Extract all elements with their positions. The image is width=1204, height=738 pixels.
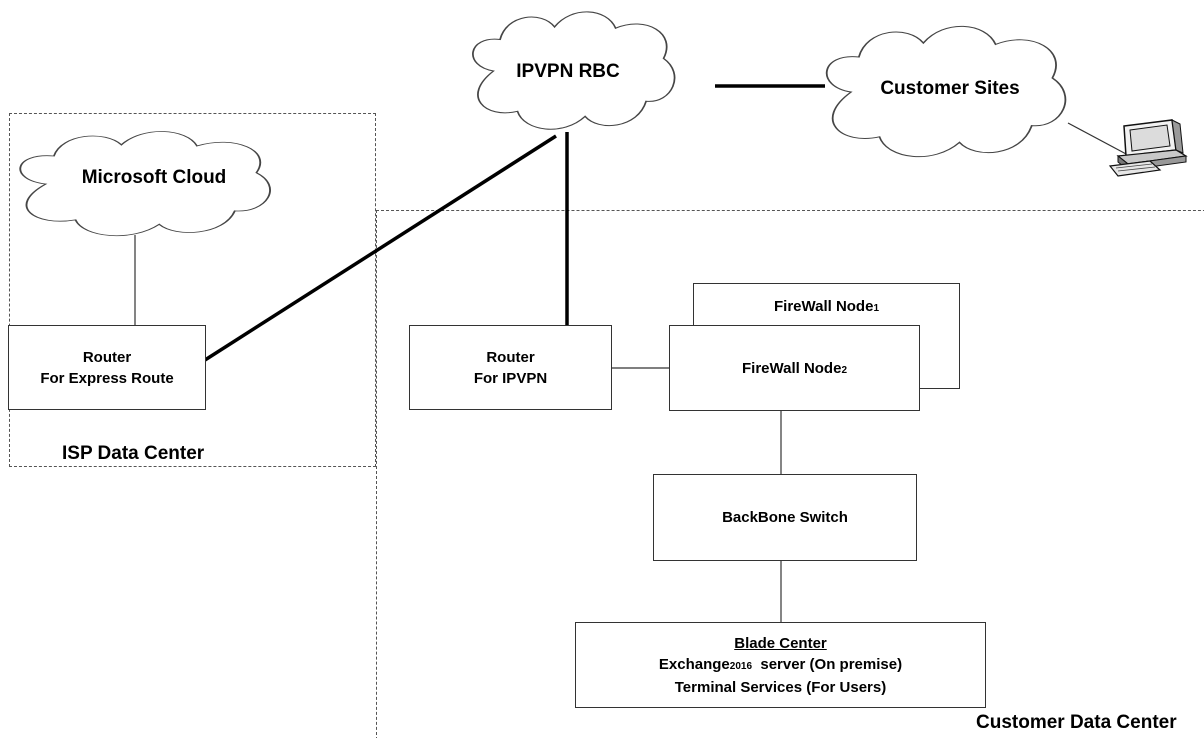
backbone-switch: BackBone Switch (653, 474, 917, 561)
desktop-computer-icon (1108, 119, 1188, 177)
firewall-node-2-number: 2 (841, 365, 848, 376)
router-ipvpn-line1: Router (486, 348, 535, 366)
firewall-node-2-label: FireWall Node2 (741, 360, 848, 377)
exchange-server-line: Exchange2016 server (On premise) (658, 655, 903, 673)
customer-sites-label: Customer Sites (880, 78, 1020, 99)
ipvpn-rbc-label: IPVPN RBC (516, 61, 620, 82)
terminal-services-line: Terminal Services (For Users) (674, 678, 887, 696)
router-express-line1: Router (82, 348, 132, 366)
backbone-switch-label: BackBone Switch (722, 509, 848, 526)
link-ipvpn-express-router (204, 134, 557, 362)
isp-data-center-zone (9, 113, 376, 467)
router-express-route: Router For Express Route (8, 325, 206, 410)
blade-center-title: Blade Center (734, 634, 827, 652)
customer-data-center-zone (376, 210, 1204, 738)
router-ipvpn: Router For IPVPN (409, 325, 612, 410)
microsoft-cloud-label: Microsoft Cloud (81, 167, 227, 188)
exchange-version: 2016 (729, 660, 753, 672)
blade-center: Blade Center Exchange2016 server (On pre… (575, 622, 986, 708)
router-ipvpn-line2: For IPVPN (473, 369, 548, 387)
firewall-node-1-number: 1 (873, 303, 880, 314)
firewall-node-2: FireWall Node2 (669, 325, 920, 411)
isp-data-center-label: ISP Data Center (62, 443, 205, 464)
customer-data-center-label: Customer Data Center (976, 712, 1177, 733)
firewall-node-1-label: FireWall Node1 (773, 298, 880, 315)
link-customer-workstation (1067, 122, 1129, 156)
router-express-line2: For Express Route (40, 369, 174, 387)
